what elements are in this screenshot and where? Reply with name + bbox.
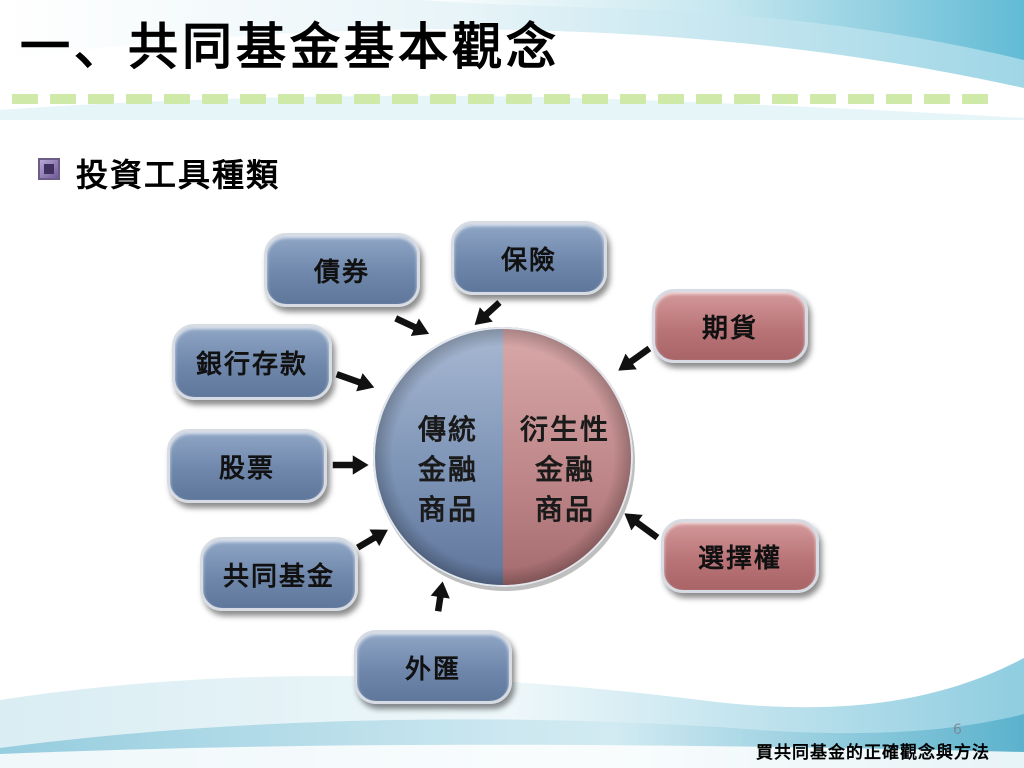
item-options: 選擇權 <box>661 519 819 593</box>
arrow-icon <box>616 343 654 373</box>
item-bonds: 債券 <box>264 233 420 307</box>
divider-dash <box>12 94 38 104</box>
item-mutual-funds: 共同基金 <box>200 537 358 611</box>
divider-dash <box>696 94 722 104</box>
divider-dash <box>886 94 912 104</box>
dashed-divider <box>12 94 1012 108</box>
footer-text: 買共同基金的正確觀念與方法 <box>756 743 990 763</box>
divider-dash <box>962 94 988 104</box>
slide-subtitle: 投資工具種類 <box>76 156 281 194</box>
item-stocks: 股票 <box>167 429 327 503</box>
traditional-line-1: 傳統 <box>417 413 478 446</box>
arrow-icon <box>472 298 504 327</box>
arrow-icon <box>354 527 390 553</box>
divider-dash <box>240 94 266 104</box>
arrow-icon <box>428 579 452 614</box>
divider-dash <box>734 94 760 104</box>
divider-dash <box>468 94 494 104</box>
divider-dash <box>430 94 456 104</box>
divider-dash <box>392 94 418 104</box>
divider-dash <box>544 94 570 104</box>
arrow-icon <box>331 453 371 477</box>
slide-title: 一、共同基金基本觀念 <box>20 17 560 76</box>
arrow-icon <box>622 511 662 542</box>
divider-dash <box>88 94 114 104</box>
divider-dash <box>126 94 152 104</box>
divider-dash <box>772 94 798 104</box>
divider-dash <box>316 94 342 104</box>
item-insurance: 保險 <box>451 221 607 295</box>
square-bullet-icon <box>38 158 60 180</box>
derivative-line-3: 商品 <box>534 493 595 526</box>
arrow-icon <box>392 313 432 338</box>
divider-dash <box>658 94 684 104</box>
divider-dash <box>924 94 950 104</box>
item-forex: 外匯 <box>354 630 512 704</box>
derivative-line-2: 金融 <box>534 453 595 486</box>
derivative-label: 衍生性 金融 商品 <box>510 410 620 530</box>
divider-dash <box>810 94 836 104</box>
traditional-line-2: 金融 <box>417 453 478 486</box>
divider-dash <box>164 94 190 104</box>
traditional-label: 傳統 金融 商品 <box>408 410 488 530</box>
derivative-line-1: 衍生性 <box>519 413 610 446</box>
page-number: 6 <box>953 722 962 738</box>
center-circle <box>373 327 635 591</box>
item-bank-deposit: 銀行存款 <box>172 324 332 400</box>
divider-dash <box>278 94 304 104</box>
divider-dash <box>202 94 228 104</box>
divider-dash <box>506 94 532 104</box>
traditional-line-3: 商品 <box>417 493 478 526</box>
item-futures: 期貨 <box>652 289 808 363</box>
divider-dash <box>620 94 646 104</box>
divider-dash <box>50 94 76 104</box>
divider-dash <box>582 94 608 104</box>
bottom-wave-decoration <box>0 658 1024 768</box>
arrow-icon <box>333 369 377 394</box>
divider-dash <box>848 94 874 104</box>
divider-dash <box>354 94 380 104</box>
